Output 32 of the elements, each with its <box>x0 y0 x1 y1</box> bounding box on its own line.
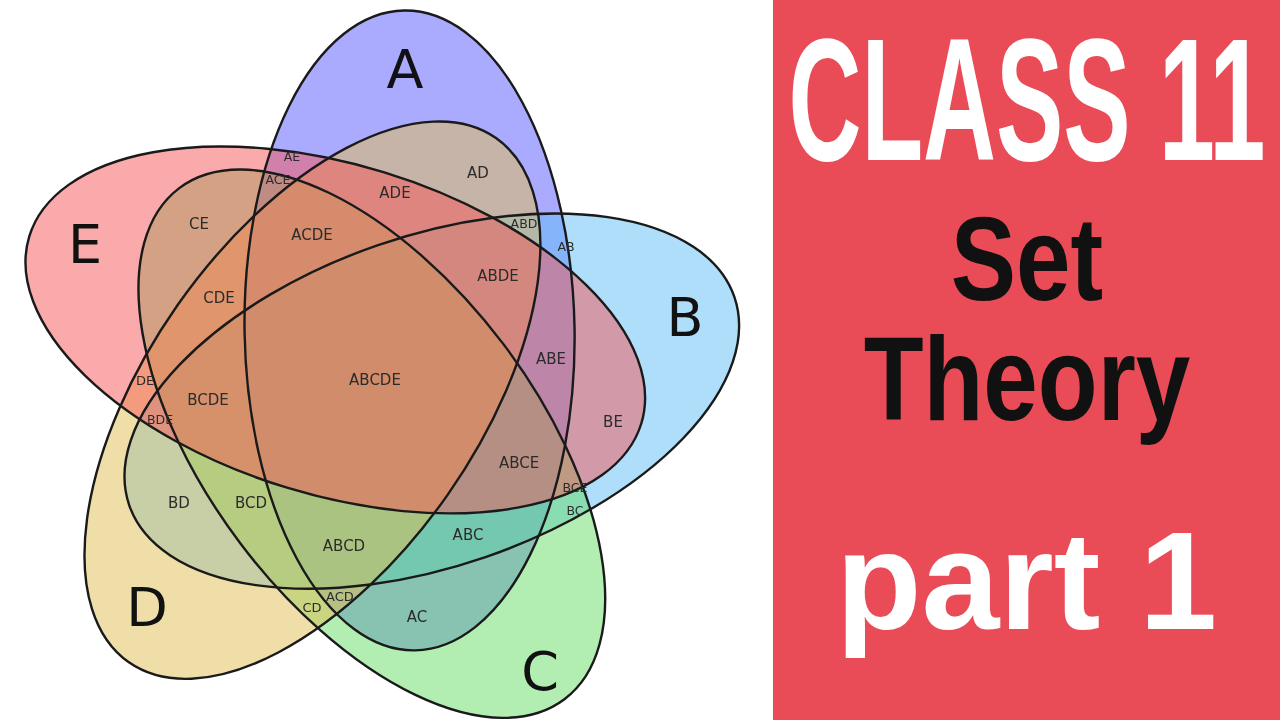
set-label: B <box>666 291 704 345</box>
region-label: AC <box>406 609 428 625</box>
region-label: AD <box>467 165 489 181</box>
region-label: BE <box>603 414 623 430</box>
region-label: ABD <box>510 217 538 231</box>
set-label: E <box>67 218 103 272</box>
part-title: part 1 <box>835 511 1218 661</box>
region-label: ABCDE <box>349 372 401 388</box>
region-label: ACDE <box>291 227 333 243</box>
region-label: ABCD <box>322 538 366 554</box>
region-label: CE <box>189 216 209 232</box>
region-label: ACD <box>326 589 354 603</box>
region-label: ADE <box>379 185 411 201</box>
topic-title: Set Theory <box>862 199 1191 447</box>
region-label: ABE <box>536 351 566 367</box>
region-label: AE <box>283 150 301 164</box>
region-label: CDE <box>203 290 235 306</box>
region-label: BCD <box>234 495 268 511</box>
region-label: ABDE <box>477 268 519 284</box>
banner-panel <box>773 0 1280 720</box>
region-label: DE <box>135 373 155 387</box>
region-label: ACE <box>265 173 291 187</box>
region-label: CD <box>302 600 322 614</box>
set-label: D <box>126 581 168 635</box>
region-label: BC <box>566 504 584 518</box>
set-label: C <box>521 645 559 699</box>
region-label: BD <box>168 495 190 511</box>
set-label: A <box>386 43 424 97</box>
region-label: ABCE <box>498 455 540 471</box>
region-label: ABC <box>452 527 484 543</box>
class-title: CLASS 11 <box>788 12 1265 187</box>
region-label: BCDE <box>187 392 229 408</box>
